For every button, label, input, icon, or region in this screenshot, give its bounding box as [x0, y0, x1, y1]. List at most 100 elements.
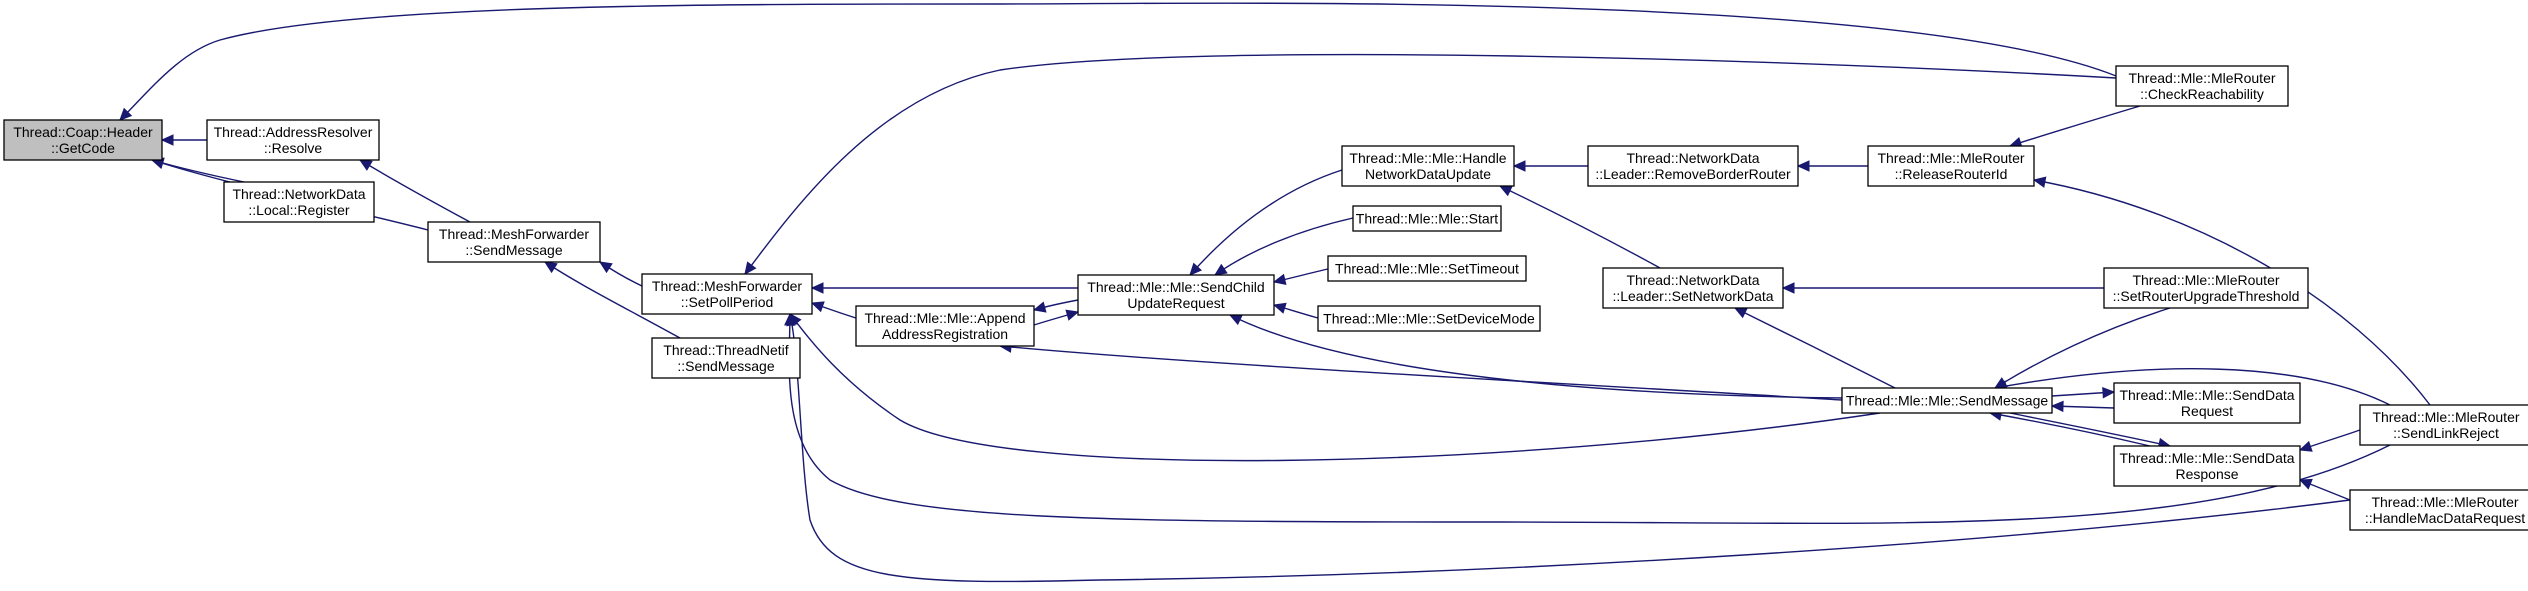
node-box[interactable]: [1352, 205, 1502, 232]
node-box[interactable]: [1077, 274, 1275, 316]
edge-arrowhead: [543, 261, 558, 274]
edge-arrowhead: [1512, 160, 1526, 172]
node-box[interactable]: [855, 305, 1035, 347]
node-box[interactable]: [427, 221, 601, 263]
edge-n18-to-n16: [2050, 400, 2115, 413]
edge-arrowhead: [160, 134, 174, 146]
node-label-line: Thread::Mle::Mle::Append: [864, 310, 1025, 326]
graph-node-n0[interactable]: Thread::Coap::Header::GetCode: [3, 119, 163, 161]
node-box[interactable]: [2359, 404, 2528, 446]
edge-n16-to-n13: [1733, 307, 1896, 389]
edge-n11-to-n7: [1272, 302, 1319, 319]
node-box[interactable]: [1587, 145, 1799, 187]
edge-n1-to-n0: [160, 134, 207, 146]
edge-n16-to-n6: [998, 341, 1843, 401]
graph-node-n16[interactable]: Thread::Mle::Mle::SendMessage: [1841, 387, 2053, 414]
node-box[interactable]: [651, 337, 801, 379]
node-box[interactable]: [641, 273, 813, 315]
edge-n15-to-n4: [744, 53, 2117, 275]
edge-n8-to-n7: [1189, 169, 1343, 276]
edge-n15-to-n14: [2008, 105, 2141, 148]
node-label-line: Thread::Mle::Mle::Start: [1356, 211, 1498, 227]
edge-arrowhead: [1228, 314, 1243, 326]
node-box[interactable]: [2103, 267, 2309, 309]
graph-node-n12[interactable]: Thread::NetworkData::Leader::RemoveBorde…: [1587, 145, 1799, 187]
edge-n5-to-n3: [543, 261, 681, 339]
graph-node-n17[interactable]: Thread::Mle::MleRouter::SetRouterUpgrade…: [2103, 267, 2309, 309]
graph-node-n21[interactable]: Thread::Mle::MleRouter::HandleMacDataReq…: [2349, 489, 2528, 531]
graph-node-n11[interactable]: Thread::Mle::Mle::SetDeviceMode: [1317, 305, 1541, 332]
graph-node-n13[interactable]: Thread::NetworkData::Leader::SetNetworkD…: [1602, 267, 1784, 309]
node-label-line: Thread::Mle::MleRouter: [2371, 494, 2518, 510]
node-label-line: Thread::NetworkData: [232, 186, 365, 202]
edge-arrowhead: [1733, 307, 1748, 319]
edge-arrowhead: [1796, 160, 1810, 172]
node-label-line: ::SendMessage: [677, 358, 774, 374]
node-label-line: ::SendLinkReject: [2393, 425, 2499, 441]
edge-arrowhead: [1272, 273, 1287, 286]
node-box[interactable]: [2113, 382, 2301, 424]
node-label-line: Thread::Mle::Mle::Handle: [1349, 150, 1506, 166]
node-box[interactable]: [2115, 65, 2289, 107]
node-box[interactable]: [2349, 489, 2528, 531]
edge-n20-to-n19: [2298, 429, 2361, 452]
node-label-line: Thread::NetworkData: [1626, 150, 1759, 166]
edge-n9-to-n7: [1213, 217, 1354, 276]
edge-arrowhead: [2298, 478, 2313, 490]
edge-arrowhead: [2298, 440, 2313, 452]
node-label-line: Thread::Mle::Mle::SendData: [2119, 450, 2294, 466]
node-label-line: ::SendMessage: [465, 242, 562, 258]
node-label-line: Thread::AddressResolver: [214, 124, 373, 140]
node-label-line: AddressRegistration: [882, 326, 1008, 342]
node-label-line: Thread::ThreadNetif: [663, 342, 788, 358]
node-label-line: ::Resolve: [264, 140, 323, 156]
node-label-line: ::SetPollPeriod: [681, 294, 774, 310]
graph-node-n5[interactable]: Thread::ThreadNetif::SendMessage: [651, 337, 801, 379]
edge-n2-to-n0: [150, 157, 245, 183]
graph-node-n20[interactable]: Thread::Mle::MleRouter::SendLinkReject: [2359, 404, 2528, 446]
edge-arrowhead: [1032, 301, 1047, 313]
node-box[interactable]: [2113, 445, 2301, 487]
node-label-line: Thread::MeshForwarder: [652, 278, 803, 294]
graph-node-n4[interactable]: Thread::MeshForwarder::SetPollPeriod: [641, 273, 813, 315]
graph-node-n2[interactable]: Thread::NetworkData::Local::Register: [223, 181, 375, 223]
graph-node-n15[interactable]: Thread::Mle::MleRouter::CheckReachabilit…: [2115, 65, 2289, 107]
graph-node-n9[interactable]: Thread::Mle::Mle::Start: [1352, 205, 1502, 232]
edge-n4-to-n3: [598, 261, 643, 287]
edge-arrowhead: [810, 301, 825, 313]
edge-n10-to-n7: [1272, 268, 1329, 286]
node-label-line: UpdateRequest: [1127, 295, 1224, 311]
node-label-line: Request: [2181, 403, 2233, 419]
node-box[interactable]: [1341, 145, 1515, 187]
edge-arrowhead: [358, 159, 373, 171]
node-label-line: Thread::Coap::Header: [13, 124, 153, 140]
edge-n20-to-n14: [2032, 176, 2431, 406]
node-box[interactable]: [3, 119, 163, 161]
graph-node-n10[interactable]: Thread::Mle::Mle::SetTimeout: [1327, 255, 1527, 282]
node-box[interactable]: [223, 181, 375, 223]
graph-node-n8[interactable]: Thread::Mle::Mle::HandleNetworkDataUpdat…: [1341, 145, 1515, 187]
graph-node-n14[interactable]: Thread::Mle::MleRouter::ReleaseRouterId: [1867, 145, 2035, 187]
graph-node-n6[interactable]: Thread::Mle::Mle::AppendAddressRegistrat…: [855, 305, 1035, 347]
edge-arrowhead: [2032, 176, 2047, 188]
node-box[interactable]: [206, 119, 380, 161]
node-label-line: ::Local::Register: [248, 202, 349, 218]
edge-arrowhead: [2050, 400, 2064, 413]
node-box[interactable]: [1841, 387, 2053, 414]
graph-node-n3[interactable]: Thread::MeshForwarder::SendMessage: [427, 221, 601, 263]
node-box[interactable]: [1867, 145, 2035, 187]
node-label-line: Response: [2175, 466, 2238, 482]
node-box[interactable]: [1317, 305, 1541, 332]
edge-arrowhead: [2102, 386, 2116, 399]
node-box[interactable]: [1327, 255, 1527, 282]
edge-arrowhead: [1781, 282, 1795, 294]
node-label-line: ::SetRouterUpgradeThreshold: [2113, 288, 2300, 304]
edge-arrowhead: [1498, 185, 1513, 197]
graph-node-n1[interactable]: Thread::AddressResolver::Resolve: [206, 119, 380, 161]
node-box[interactable]: [1602, 267, 1784, 309]
node-label-line: ::CheckReachability: [2140, 86, 2264, 102]
